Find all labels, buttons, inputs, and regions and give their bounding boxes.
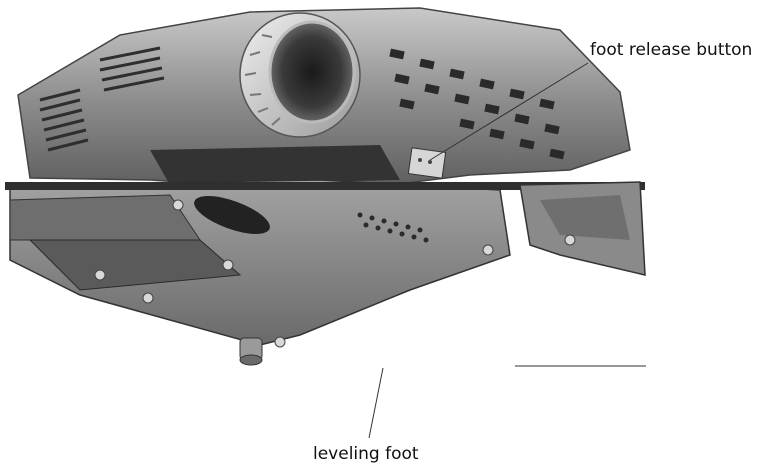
- leveling-foot-leader-line: [368, 367, 384, 439]
- leveling-foot-label: leveling foot: [313, 444, 419, 464]
- foot-release-button-icon: [407, 147, 447, 179]
- projector-illustration: [5, 7, 646, 366]
- foot-release-button-label: foot release button: [590, 40, 753, 60]
- leveling-foot-icon: [239, 337, 263, 366]
- lens-icon: [239, 12, 361, 138]
- foot-release-leader-line: [429, 62, 589, 161]
